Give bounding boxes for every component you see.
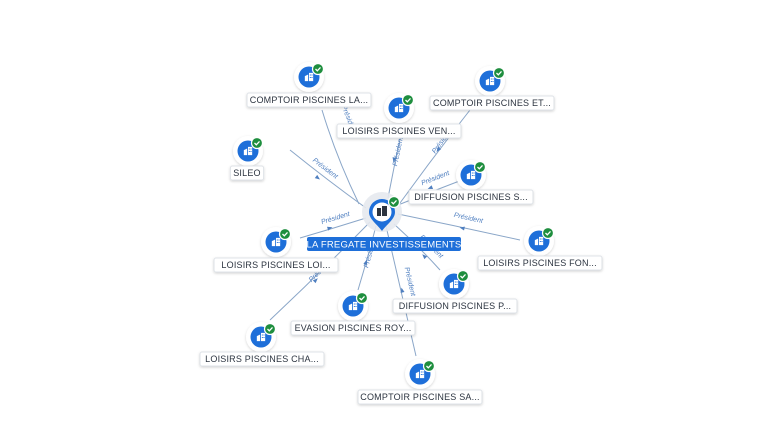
check-badge-icon — [492, 66, 506, 80]
company-node[interactable]: DIFFUSION PISCINES S... — [408, 160, 534, 205]
edge-line — [357, 225, 377, 291]
node-label: DIFFUSION PISCINES S... — [414, 192, 528, 202]
check-mark — [545, 230, 551, 236]
company-node[interactable]: LOISIRS PISCINES FON... — [477, 226, 603, 271]
company-node[interactable]: LOISIRS PISCINES CHA... — [199, 322, 325, 367]
edge-label: Président — [420, 170, 451, 188]
edge-arrow — [422, 254, 428, 260]
node-label-box — [246, 92, 372, 108]
check-mark — [315, 66, 321, 72]
edge-arrow — [327, 226, 333, 231]
node-label-box — [357, 389, 483, 405]
check-badge-icon — [263, 322, 277, 336]
company-node[interactable]: EVASION PISCINES ROY... — [290, 291, 416, 336]
check-mark — [267, 326, 273, 332]
node-label: COMPTOIR PISCINES SA... — [360, 392, 479, 402]
check-badge-icon — [473, 160, 487, 174]
check-badge-icon — [278, 227, 292, 241]
check-badge-icon — [387, 195, 401, 209]
check-badge-icon — [311, 62, 325, 76]
check-mark — [426, 363, 432, 369]
edge-arrow — [363, 259, 368, 265]
center-label-box — [307, 237, 461, 251]
node-label: COMPTOIR PISCINES ET... — [433, 98, 551, 108]
edge-arrow — [312, 278, 318, 284]
edge-line — [321, 109, 360, 205]
node-label: LOISIRS PISCINES LOI... — [221, 260, 330, 270]
check-badge-icon — [422, 359, 436, 373]
edge-label: Président — [453, 212, 484, 225]
node-label: EVASION PISCINES ROY... — [295, 323, 412, 333]
center-label: LA FREGATE INVESTISSEMENTS — [307, 240, 462, 251]
company-node[interactable]: SILEO — [229, 136, 265, 181]
company-node[interactable]: COMPTOIR PISCINES ET... — [429, 66, 555, 111]
check-mark — [254, 140, 260, 146]
check-mark — [391, 199, 397, 205]
center-node[interactable]: LA FREGATE INVESTISSEMENTS — [307, 192, 462, 251]
node-label: LOISIRS PISCINES FON... — [483, 258, 597, 268]
edge-arrow — [400, 287, 405, 293]
edge-arrow — [314, 174, 320, 180]
edge-label: Président — [392, 135, 405, 166]
node-label: LOISIRS PISCINES VEN... — [342, 126, 455, 136]
center-icon-part — [382, 206, 387, 216]
edge-line — [397, 213, 521, 241]
company-node[interactable]: LOISIRS PISCINES LOI... — [213, 227, 339, 273]
node-label-box — [408, 189, 534, 205]
check-badge-icon — [541, 226, 555, 240]
edge-line — [299, 217, 367, 239]
node-label-box — [429, 95, 555, 111]
check-mark — [405, 97, 411, 103]
edge-arrow — [459, 226, 465, 231]
node-label-box — [392, 298, 518, 314]
node-label-box — [477, 255, 603, 271]
node-label-box — [336, 123, 462, 139]
nodes-layer: COMPTOIR PISCINES LA... COMPTOIR PISCINES… — [199, 62, 603, 405]
check-mark — [359, 295, 365, 301]
company-node[interactable]: COMPTOIR PISCINES LA... — [246, 62, 372, 108]
node-label: SILEO — [233, 168, 261, 178]
check-badge-icon — [401, 93, 415, 107]
node-label-box — [229, 165, 265, 181]
node-label-box — [290, 320, 416, 336]
check-mark — [282, 231, 288, 237]
company-node[interactable]: LOISIRS PISCINES VEN... — [336, 93, 462, 139]
check-badge-icon — [355, 291, 369, 305]
node-label: COMPTOIR PISCINES LA... — [250, 95, 368, 105]
check-badge-icon — [456, 269, 470, 283]
check-badge-icon — [250, 136, 264, 150]
edge-line — [289, 149, 367, 209]
node-label-box — [213, 257, 339, 273]
node-label-box — [199, 351, 325, 367]
node-label: DIFFUSION PISCINES P... — [399, 301, 511, 311]
edge-label: Président — [403, 266, 417, 297]
edge-arrow — [436, 146, 442, 152]
center-icon-part — [377, 208, 381, 216]
check-mark — [477, 164, 483, 170]
edge-line — [399, 109, 471, 204]
company-node[interactable]: COMPTOIR PISCINES SA... — [357, 359, 483, 405]
check-mark — [460, 273, 466, 279]
check-mark — [496, 70, 502, 76]
edge-arrow — [427, 185, 434, 189]
company-node[interactable]: DIFFUSION PISCINES P... — [392, 269, 518, 314]
node-label: LOISIRS PISCINES CHA... — [205, 354, 319, 364]
edge-arrow — [392, 157, 397, 163]
